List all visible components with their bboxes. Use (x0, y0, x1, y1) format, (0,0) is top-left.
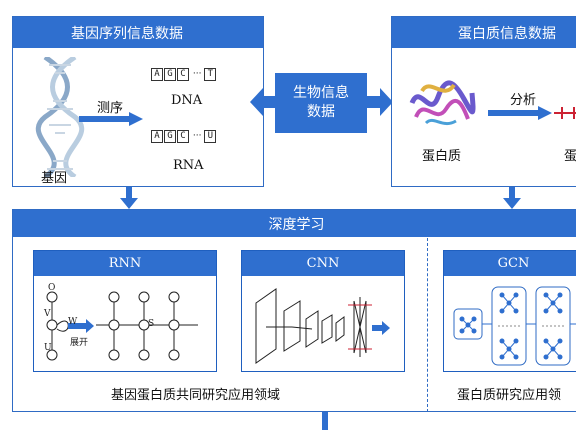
rnn-header: RNN (34, 251, 216, 276)
sequencing-arrow-icon (79, 112, 143, 126)
gene-down-arrow-icon (120, 187, 138, 209)
deep-learning-header: 深度学习 (13, 210, 576, 237)
gcn-box: GCN (443, 250, 576, 372)
gene-panel-header: 基因序列信息数据 (13, 17, 263, 48)
center-line-1: 生物信息 (293, 85, 349, 101)
protein-research-caption: 蛋白质研究应用领 (457, 388, 562, 403)
gcn-diagram (453, 286, 576, 366)
dna-base: A (151, 68, 163, 81)
dna-label: DNA (171, 93, 203, 108)
rnn-v-symbol: V (44, 309, 51, 319)
protein-cut-label: 蛋 (564, 149, 576, 164)
rnn-u-symbol: U (44, 343, 52, 353)
rna-ellipsis: ··· (192, 131, 202, 141)
gcn-title: GCN (497, 256, 530, 271)
gene-label: 基因 (41, 171, 68, 186)
center-line-2: 数据 (307, 104, 335, 120)
rnn-diagram (46, 291, 198, 361)
left-double-arrow-icon (250, 88, 276, 116)
cnn-header: CNN (242, 251, 404, 276)
rnn-o-symbol: O (48, 283, 56, 293)
bottom-down-arrow-icon (322, 412, 328, 430)
dna-helix-icon (35, 57, 85, 177)
right-double-arrow-icon (367, 88, 393, 116)
rnn-s-symbol: S (148, 319, 155, 329)
dna-ellipsis: ··· (192, 69, 202, 79)
rnn-title: RNN (108, 256, 142, 271)
dna-base: T (204, 68, 217, 81)
residue-chain-icon (554, 107, 576, 119)
gcn-header: GCN (444, 251, 576, 276)
rnn-w-symbol: W (68, 317, 78, 327)
rna-base: G (164, 130, 176, 143)
rnn-box: RNN O V W S U 展开 (33, 250, 217, 372)
protein-panel-title: 蛋白质信息数据 (458, 25, 556, 42)
cnn-diagram (255, 288, 390, 364)
protein-down-arrow-icon (503, 187, 521, 209)
deep-learning-title: 深度学习 (268, 216, 325, 233)
protein-panel-header: 蛋白质信息数据 (392, 17, 576, 48)
dna-base: G (164, 68, 176, 81)
rna-label: RNA (173, 158, 204, 173)
dna-base: C (177, 68, 189, 81)
shared-research-caption: 基因蛋白质共同研究应用领域 (111, 388, 281, 403)
rna-base: A (151, 130, 163, 143)
rna-base: U (204, 130, 217, 143)
bioinformatics-data-box: 生物信息 数据 (275, 73, 367, 133)
cnn-title: CNN (306, 256, 340, 271)
dashed-divider (427, 238, 428, 412)
sequencing-label: 测序 (97, 101, 124, 116)
protein-panel: 蛋白质信息数据 蛋白质 分析 蛋 (391, 16, 576, 187)
protein-label: 蛋白质 (422, 149, 462, 164)
protein-structure-icon (409, 80, 476, 126)
cnn-box: CNN (241, 250, 405, 372)
deep-learning-panel: 深度学习 RNN O V W S (12, 209, 576, 412)
rna-base: C (177, 130, 189, 143)
analysis-label: 分析 (510, 93, 537, 108)
gene-panel-title: 基因序列信息数据 (71, 25, 183, 42)
analysis-arrow-icon (488, 106, 552, 120)
rnn-unfold-label: 展开 (70, 338, 89, 348)
